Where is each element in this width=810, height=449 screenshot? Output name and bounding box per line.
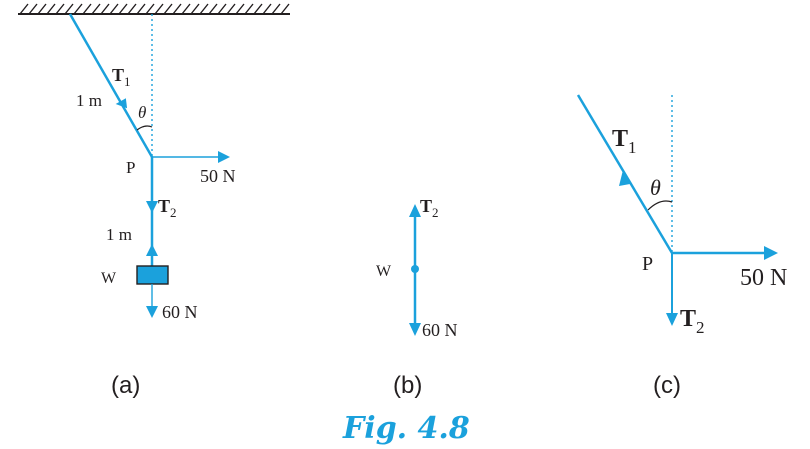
ceiling-hatch-mark bbox=[82, 3, 92, 15]
ceiling-hatch-mark bbox=[127, 3, 137, 15]
force-60n-arrowhead-a bbox=[146, 306, 158, 318]
ceiling-hatch-mark bbox=[253, 3, 263, 15]
ceiling-hatch-mark bbox=[217, 3, 227, 15]
label-w-b: W bbox=[376, 263, 392, 280]
ceiling-hatch-mark bbox=[37, 3, 47, 15]
force-60n-arrowhead-b bbox=[409, 323, 421, 336]
figure-caption: Fig. 4.8 bbox=[342, 411, 470, 446]
label-50n-a: 50 N bbox=[200, 166, 236, 186]
ceiling-hatch bbox=[19, 3, 290, 15]
label-t1-a: T1 bbox=[112, 65, 131, 89]
ceiling-hatch-mark bbox=[163, 3, 173, 15]
label-t2-c: T2 bbox=[680, 306, 705, 337]
label-theta-c: θ bbox=[650, 175, 661, 200]
ceiling-hatch-mark bbox=[46, 3, 56, 15]
point-w-b bbox=[411, 265, 419, 273]
diagram-a: T1 1 m θ P 50 N T2 1 m W 60 N (a) bbox=[18, 3, 290, 399]
label-t2-a: T2 bbox=[158, 196, 177, 220]
caption-a: (a) bbox=[111, 372, 140, 399]
caption-c: (c) bbox=[653, 372, 681, 399]
ceiling-hatch-mark bbox=[280, 3, 290, 15]
diagram-b: T2 W 60 N (b) bbox=[376, 196, 458, 399]
ceiling-hatch-mark bbox=[118, 3, 128, 15]
ceiling-hatch-mark bbox=[109, 3, 119, 15]
ceiling-hatch-mark bbox=[154, 3, 164, 15]
ceiling-hatch-mark bbox=[55, 3, 65, 15]
ceiling-hatch-mark bbox=[145, 3, 155, 15]
t2-arrowhead-b bbox=[409, 204, 421, 217]
caption-b: (b) bbox=[393, 372, 422, 399]
ceiling-hatch-mark bbox=[136, 3, 146, 15]
t1-arrowhead-a bbox=[115, 98, 128, 109]
ceiling-hatch-mark bbox=[28, 3, 38, 15]
label-50n-c: 50 N bbox=[740, 265, 787, 291]
ceiling-hatch-mark bbox=[91, 3, 101, 15]
ceiling-hatch-mark bbox=[73, 3, 83, 15]
t2-down-arrowhead-a bbox=[146, 201, 158, 213]
label-1m-top-a: 1 m bbox=[76, 91, 102, 110]
ceiling-hatch-mark bbox=[172, 3, 182, 15]
label-w-a: W bbox=[101, 270, 117, 287]
label-1m-bottom-a: 1 m bbox=[106, 225, 132, 244]
label-t1-c: T1 bbox=[612, 126, 637, 157]
label-theta-a: θ bbox=[138, 103, 146, 122]
ceiling-hatch-mark bbox=[271, 3, 281, 15]
ceiling-hatch-mark bbox=[226, 3, 236, 15]
t2-up-arrowhead-a bbox=[146, 244, 158, 256]
ceiling-hatch-mark bbox=[190, 3, 200, 15]
block-w-a bbox=[136, 265, 169, 285]
label-p-c: P bbox=[642, 253, 653, 275]
ceiling-hatch-mark bbox=[235, 3, 245, 15]
ceiling-hatch-mark bbox=[64, 3, 74, 15]
ceiling-hatch-mark bbox=[199, 3, 209, 15]
ceiling-hatch-mark bbox=[181, 3, 191, 15]
ceiling-hatch-mark bbox=[208, 3, 218, 15]
diagram-c: T1 θ P 50 N T2 (c) bbox=[576, 94, 787, 399]
t2-arrowhead-c bbox=[666, 313, 678, 326]
force-50n-arrowhead-c bbox=[764, 246, 778, 260]
label-p-a: P bbox=[126, 158, 135, 177]
label-t2-b: T2 bbox=[420, 196, 439, 220]
ceiling-hatch-mark bbox=[244, 3, 254, 15]
label-60n-a: 60 N bbox=[162, 302, 198, 322]
force-50n-arrowhead-a bbox=[218, 151, 230, 163]
ceiling-hatch-mark bbox=[262, 3, 272, 15]
ceiling-hatch-mark bbox=[100, 3, 110, 15]
label-60n-b: 60 N bbox=[422, 320, 458, 340]
string-upper-a bbox=[68, 13, 154, 158]
theta-arc-a bbox=[136, 125, 153, 131]
ceiling-hatch-mark bbox=[19, 3, 29, 15]
theta-arc-c bbox=[647, 200, 673, 211]
t1-arrowhead-c bbox=[619, 170, 630, 186]
